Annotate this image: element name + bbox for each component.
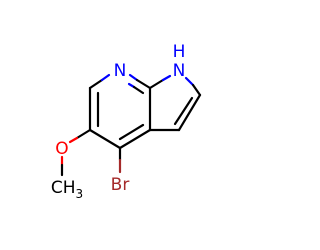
bond-n7-c7a-c — [135, 78, 152, 90]
atom-methyl-c: CH3 — [51, 178, 83, 201]
atom-o-methoxy: O — [55, 139, 68, 159]
substituents — [60, 128, 122, 177]
atom-n-pyrrole: N — [173, 61, 186, 81]
atom-labels: N N H O CH3 Br — [51, 42, 186, 201]
molecule-diagram: N N H O CH3 Br — [51, 42, 202, 201]
bond-c5-o-o — [68, 136, 79, 144]
methyl-ch-label: CH — [51, 178, 76, 198]
bond-c5-o-c — [75, 128, 92, 140]
bond-c2-c3-double — [173, 96, 194, 126]
bond-n1-c2-c — [191, 83, 202, 97]
bond-c3a-c4 — [118, 128, 152, 150]
atom-h-pyrrole: H — [173, 42, 186, 62]
bond-c4-c5 — [88, 128, 122, 150]
pyrrole-ring — [148, 74, 202, 132]
bond-n7-c7a-n — [128, 73, 139, 82]
structure-canvas: N N H O CH3 Br — [50, 42, 202, 201]
bond-c6-n7-n — [100, 73, 111, 82]
bond-c2-c3 — [177, 93, 202, 132]
bond-c7a-n1-c — [148, 78, 165, 90]
atom-br: Br — [111, 175, 130, 195]
bond-c6-n7-c — [88, 78, 104, 90]
bond-c3a-c4-double — [118, 123, 145, 141]
atom-n-pyridine: N — [114, 61, 127, 81]
bond-n7-c7a-double-c — [132, 85, 145, 95]
methyl-subscript: 3 — [76, 187, 84, 201]
pyridine-ring — [88, 73, 152, 150]
bond-n1-c2-n — [184, 76, 195, 87]
bond-c7a-n1-n — [161, 74, 172, 82]
